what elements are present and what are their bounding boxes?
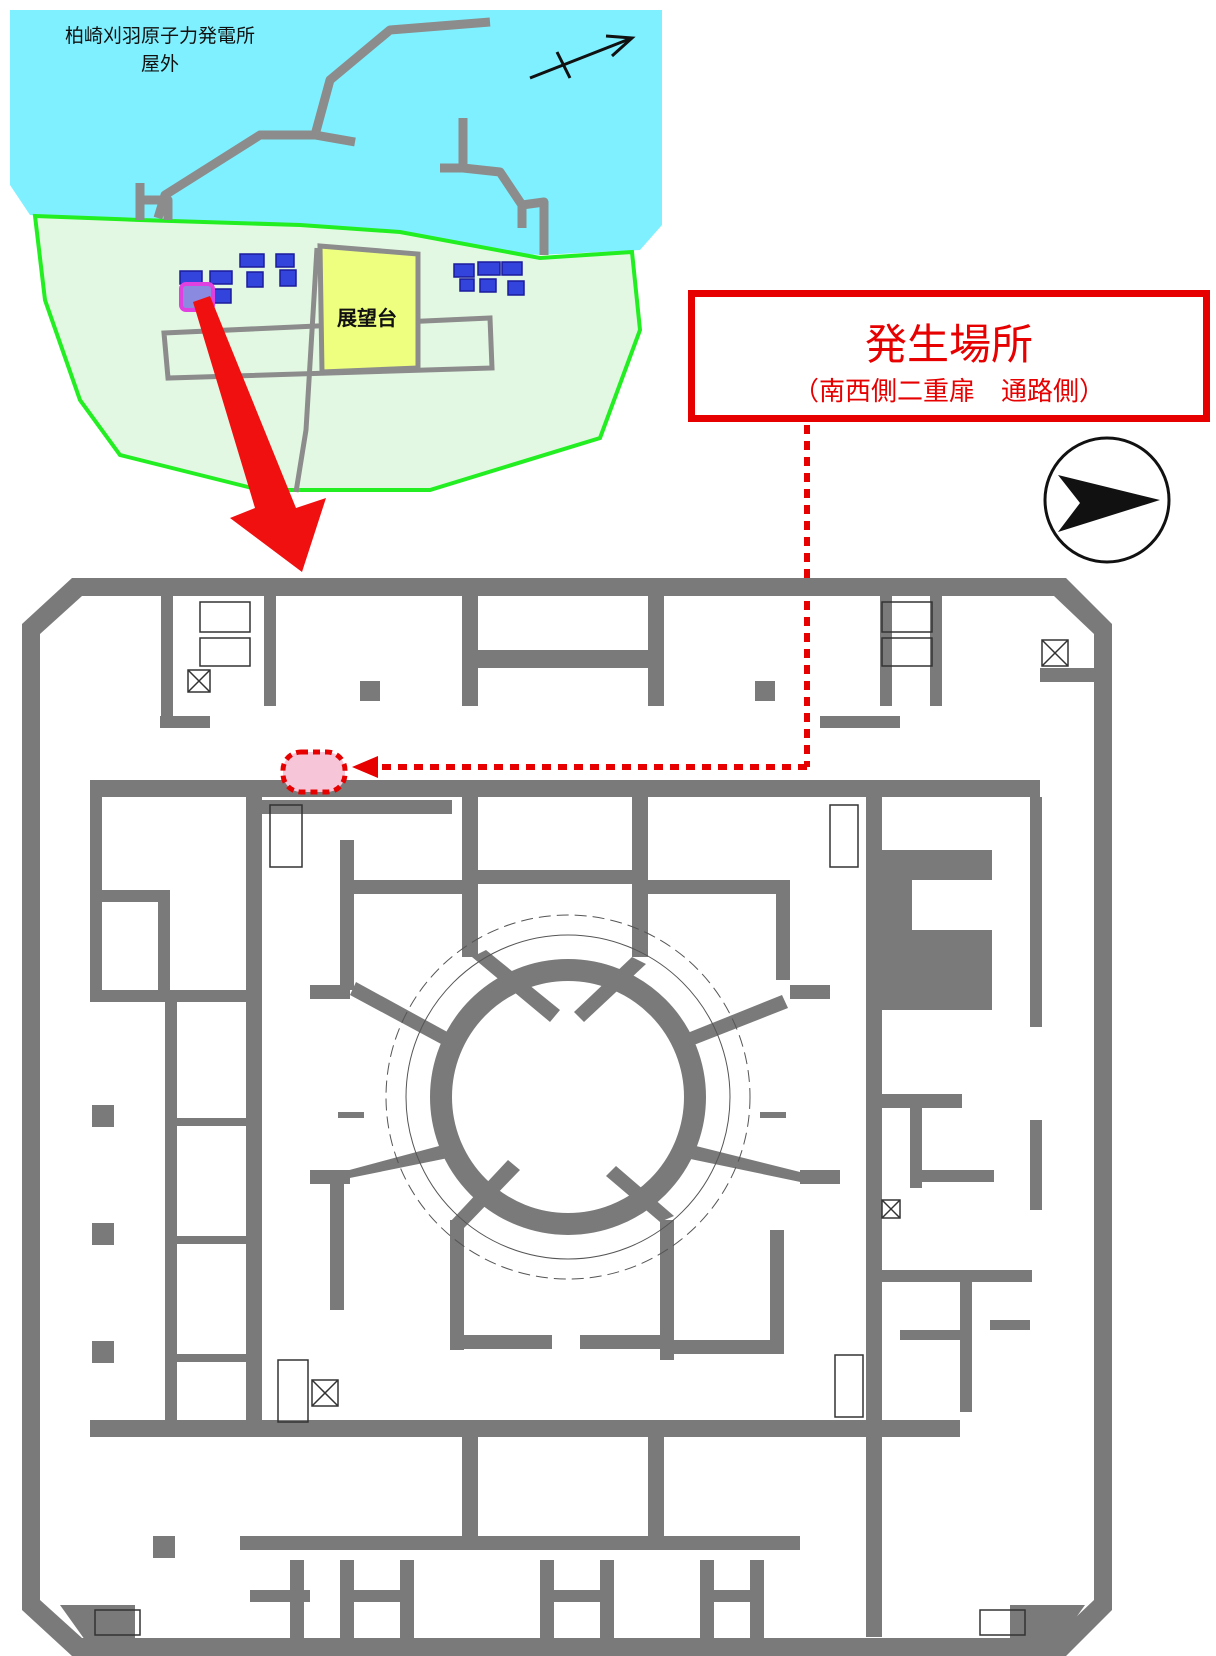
roads [135, 17, 549, 255]
compass-icon [1043, 436, 1171, 564]
observation-deck [317, 243, 421, 375]
site-title-line2: 屋外 [140, 53, 179, 75]
equipment-marks [338, 1112, 786, 1118]
observation-deck-label: 展望台 [337, 306, 397, 330]
reactor-outer-dashed-ring [385, 914, 751, 1280]
buildings [179, 253, 525, 304]
site-title-line1: 柏崎刈羽原子力発電所 [64, 25, 255, 47]
floor-plan [22, 578, 1112, 1656]
incident-subtitle: （南西側二重扉 通路側） [792, 377, 1105, 407]
incident-callout: 発生場所 （南西側二重扉 通路側） [688, 290, 1210, 422]
walls [60, 596, 1094, 1640]
reactor-thin-ring [405, 934, 731, 1260]
incident-title: 発生場所 [864, 320, 1033, 369]
north-arrow-icon [529, 34, 636, 80]
callout-leader [352, 425, 810, 778]
stairwells [94, 601, 1026, 1636]
elevators [187, 639, 1069, 1407]
pointer-arrow-icon [193, 296, 326, 572]
incident-location-marker [280, 749, 348, 795]
reactor-wall [430, 959, 706, 1235]
site-label: 柏崎刈羽原子力発電所 屋外 [30, 22, 290, 78]
site-overview-map [10, 10, 662, 572]
outer-wall [22, 578, 1112, 1656]
